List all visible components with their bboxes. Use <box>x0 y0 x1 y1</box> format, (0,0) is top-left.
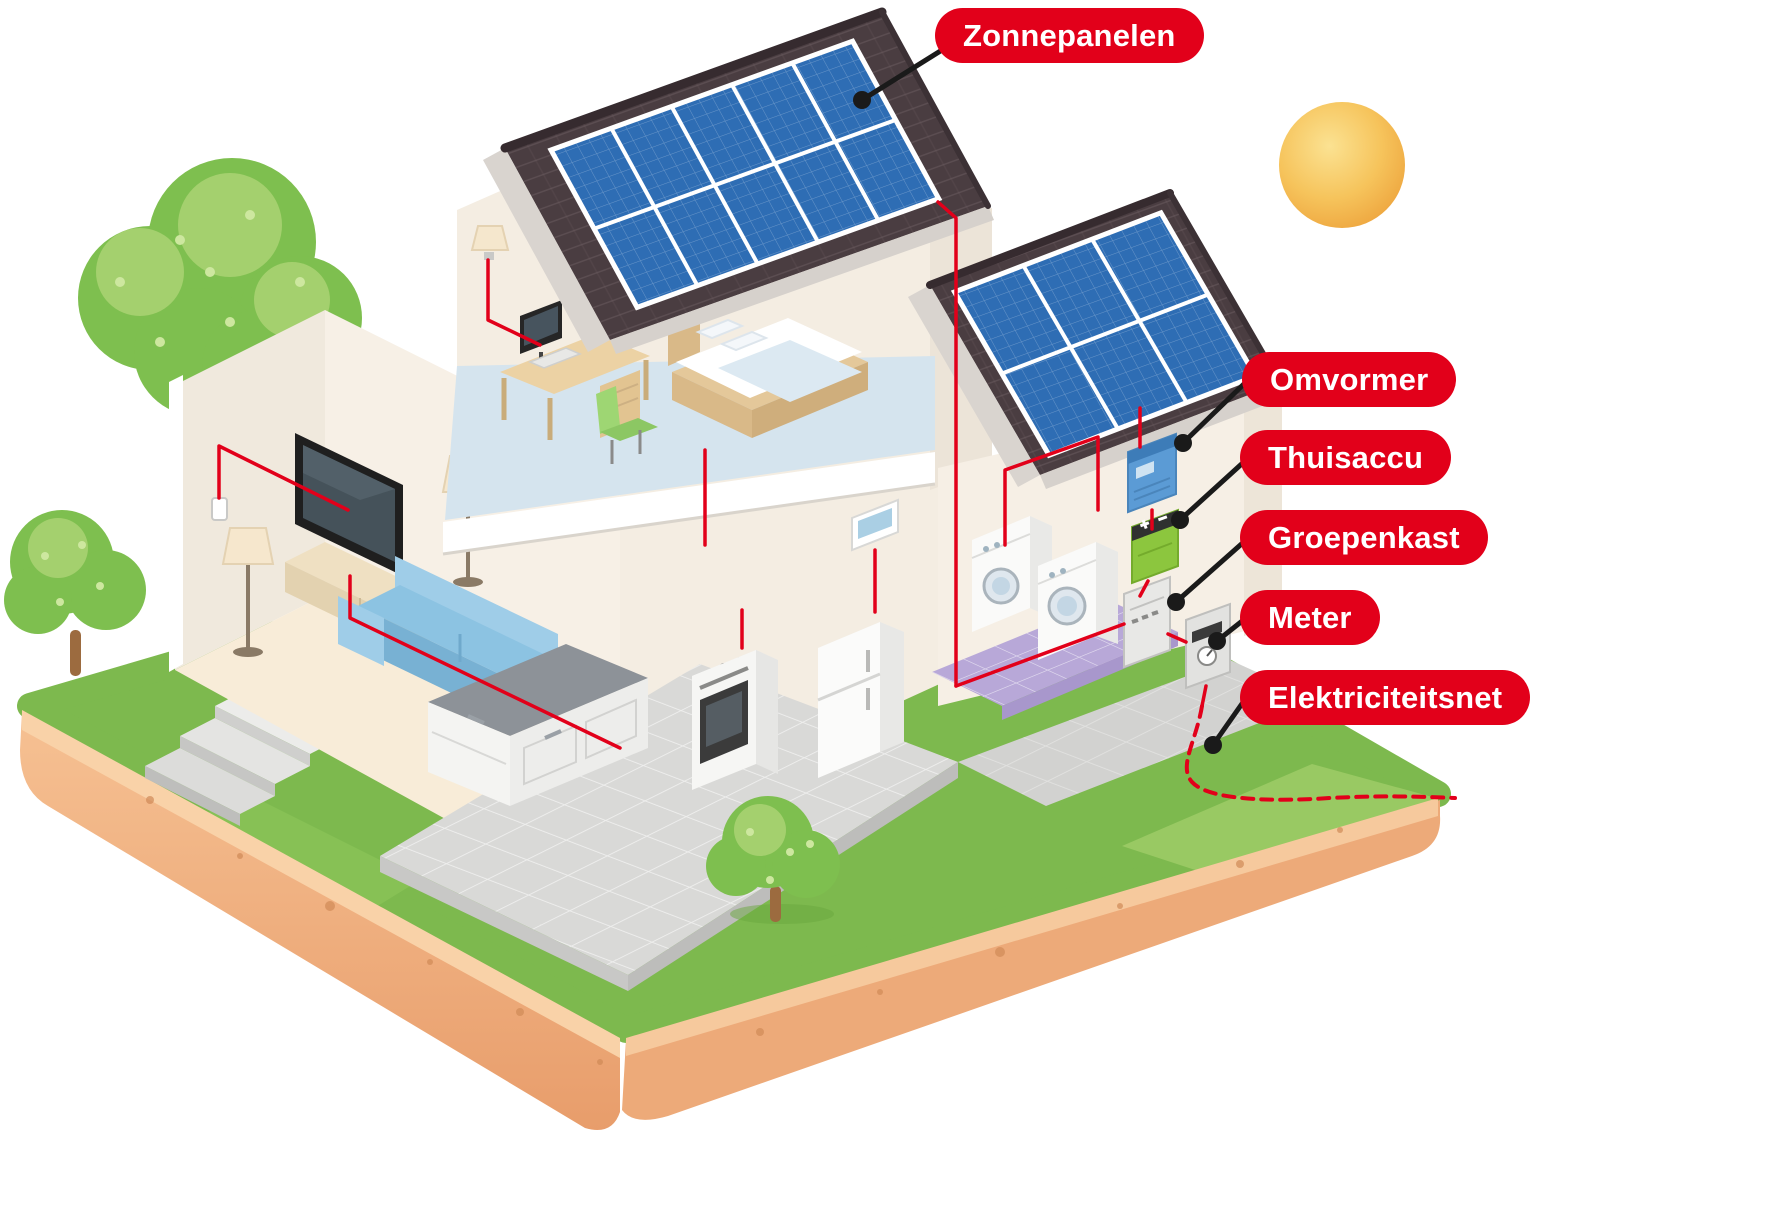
floor-lamp-left <box>221 527 275 657</box>
soil-lip-left <box>22 710 620 1058</box>
soil-speckles <box>146 796 1343 1065</box>
wire-fusebox-meter <box>1166 632 1188 644</box>
wire-to-fusebox <box>954 622 1126 688</box>
annex-roof-ridge <box>926 189 1174 289</box>
label-zonnepanelen: Zonnepanelen <box>935 8 1204 63</box>
wire-annex-loop <box>1003 435 1100 547</box>
connector-dot-thuisaccu <box>1171 511 1189 529</box>
annex-roof-left-fascia <box>908 285 1040 487</box>
annex-roof-eave <box>1040 383 1286 489</box>
tree-large-highlight <box>96 173 330 338</box>
tree-front-dots <box>746 828 814 884</box>
connector-dot-elektriciteitsnet <box>1204 736 1222 754</box>
washing-machine <box>1037 542 1118 660</box>
main-roof-eave <box>610 206 994 354</box>
kitchen <box>428 498 904 806</box>
wire-battery-fusebox <box>1138 579 1150 598</box>
connector-omvormer <box>1180 379 1249 446</box>
connector-dot-groepenkast <box>1167 593 1185 611</box>
light-switch <box>211 497 228 521</box>
walkway <box>958 660 1318 806</box>
wire-main-panel <box>936 200 958 688</box>
soil-right-face <box>622 800 1441 1120</box>
connector-dot-zonnepanelen <box>853 91 871 109</box>
keyboard <box>528 347 582 369</box>
floor-left-lip <box>380 856 628 991</box>
thermostat-panel <box>851 498 899 552</box>
tree-front-trunk <box>770 886 781 922</box>
bed <box>668 316 868 438</box>
connector-groepenkast <box>1173 537 1249 605</box>
solar-array-annex <box>950 209 1260 459</box>
tree-front <box>706 796 840 924</box>
tree-large-fruit-dots <box>115 210 305 357</box>
tree-front-highlight <box>734 804 786 856</box>
label-elektriciteitsnet: Elektriciteitsnet <box>1240 670 1531 725</box>
label-thuisaccu: Thuisaccu <box>1240 430 1452 485</box>
connector-thuisaccu <box>1177 457 1249 523</box>
floor-slab-face <box>443 452 935 554</box>
wire-tv <box>348 574 622 750</box>
wire-meter-ground <box>1200 684 1208 708</box>
soil-lip-right <box>626 798 1438 1056</box>
desk-chair <box>596 386 658 464</box>
tree-medium <box>4 510 146 676</box>
annex-roof <box>908 189 1286 489</box>
wire-underground-grid <box>1184 704 1457 802</box>
house <box>169 7 1457 991</box>
tree-medium-highlight <box>28 518 88 578</box>
label-groepenkast: Groepenkast <box>1240 510 1488 565</box>
label-meter: Meter <box>1240 590 1380 645</box>
tv <box>295 433 403 576</box>
connector-zonnepanelen <box>859 42 953 103</box>
living-wall-edge <box>169 375 183 672</box>
meter-device <box>1185 602 1231 690</box>
connector-dot-meter <box>1208 632 1226 650</box>
stove-oven <box>692 650 778 790</box>
connector-dot-omvormer <box>1174 434 1192 452</box>
energy-devices <box>1123 432 1231 690</box>
solar-array-main <box>547 38 943 311</box>
tree-medium-dots <box>41 541 104 606</box>
soil-left-face <box>20 712 620 1130</box>
wire-sconce <box>486 258 542 347</box>
tree-medium-trunk <box>70 630 81 676</box>
label-omvormer: Omvormer <box>1242 352 1457 407</box>
home-battery-device <box>1131 508 1179 585</box>
main-roof-left-fascia <box>483 148 610 352</box>
electrical-wiring <box>217 200 1457 802</box>
wall-sconce-lamp <box>470 225 510 260</box>
inverter-device <box>1127 432 1177 514</box>
grass-light-patch <box>1122 764 1436 886</box>
wire-living-switch <box>217 444 350 512</box>
refrigerator <box>817 622 904 778</box>
main-roof-ridge <box>500 7 887 153</box>
sun <box>1279 102 1405 228</box>
kitchen-island-counter <box>428 644 648 806</box>
fuse-box-device <box>1123 575 1171 669</box>
